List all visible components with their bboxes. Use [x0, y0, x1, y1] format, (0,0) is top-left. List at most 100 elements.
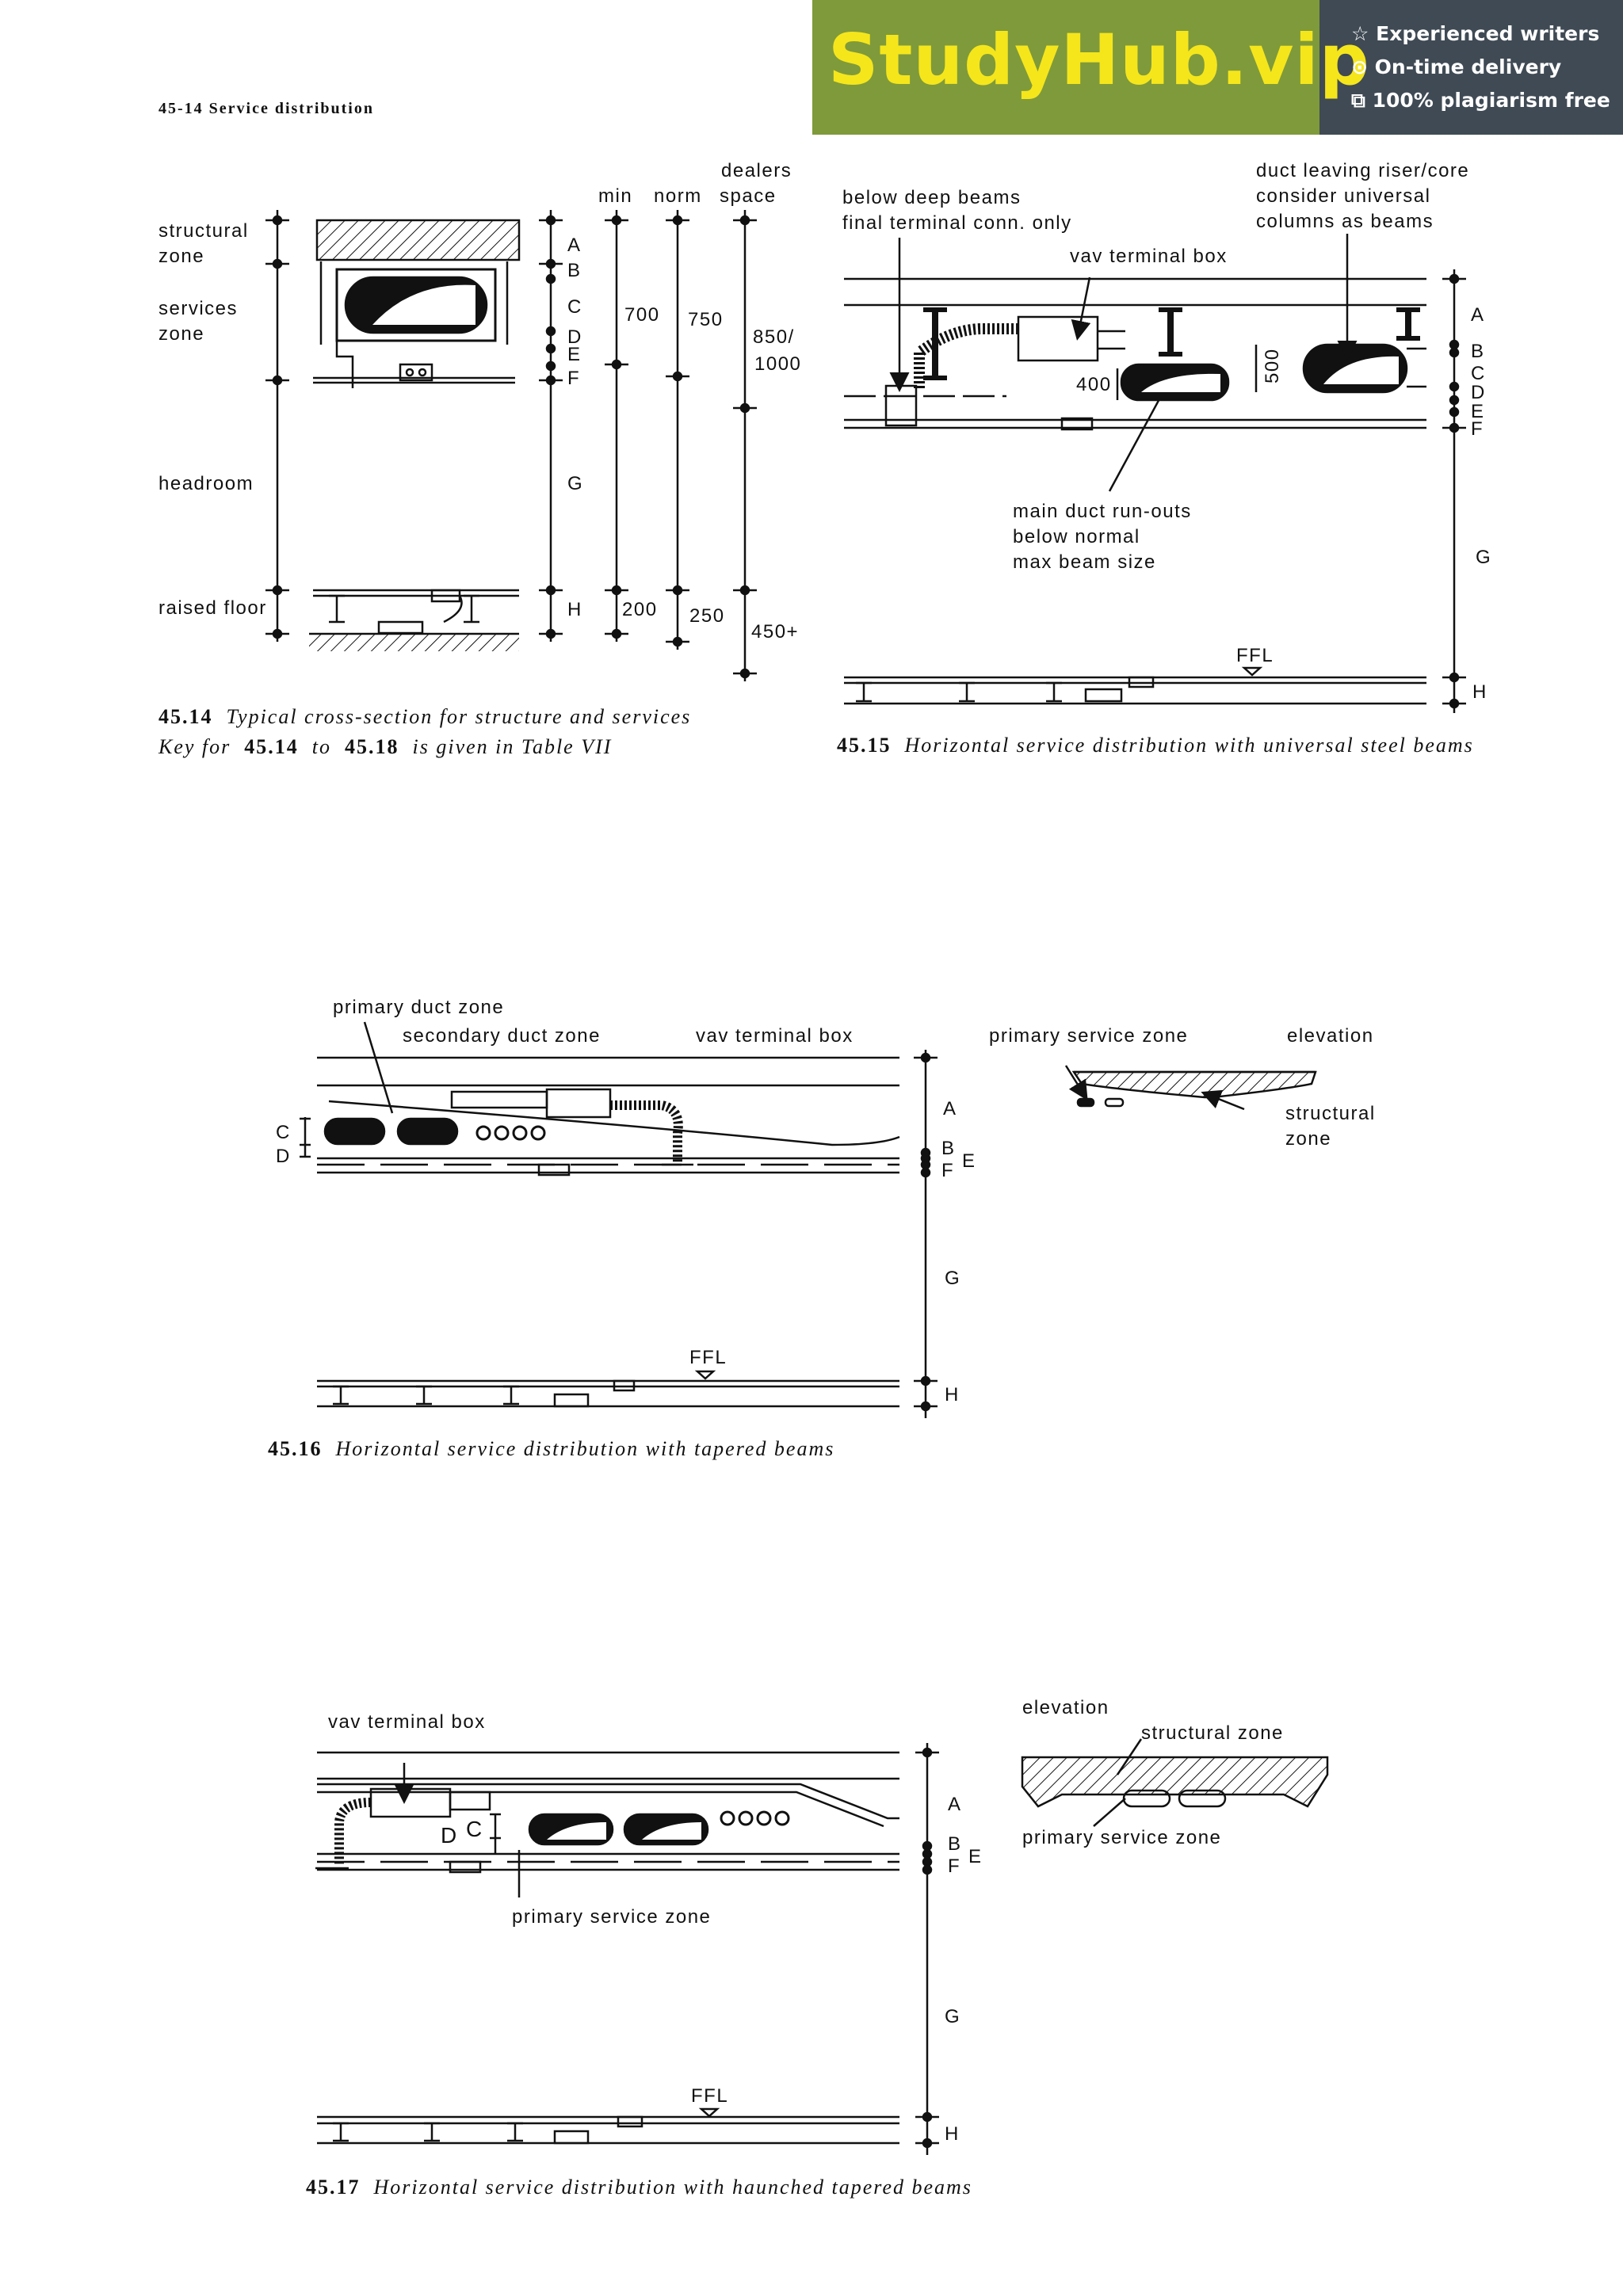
vav-box: [1017, 315, 1099, 362]
label-below-deep-beams: below deep beams: [842, 187, 1022, 208]
value-400: 400: [1076, 374, 1112, 395]
label-vav-terminal-box: vav terminal box: [696, 1025, 854, 1047]
col-min-label: min: [598, 185, 633, 207]
figure-45-14-caption: 45.14 Typical cross-section for structur…: [158, 705, 692, 728]
figure-45-15-caption: 45.15 Horizontal service distribution wi…: [837, 734, 1474, 757]
letter-a: A: [948, 1794, 962, 1815]
zone-services-label-2: zone: [158, 323, 205, 345]
feature-on-time-delivery: ⊙ On-time delivery: [1351, 55, 1561, 78]
value-850: 850/: [753, 326, 795, 348]
letter-h: H: [567, 599, 582, 620]
letter-b: B: [948, 1833, 962, 1855]
ffl-label: FFL: [691, 2085, 729, 2107]
letter-d: D: [441, 1823, 458, 1848]
value-250: 250: [689, 605, 725, 627]
label-duct-leaving: duct leaving riser/core: [1256, 160, 1470, 181]
label-primary-service-zone-elevation: primary service zone: [1022, 1827, 1222, 1848]
value-750: 750: [688, 309, 724, 330]
label-main-duct-runouts: main duct run-outs: [1013, 501, 1192, 522]
value-700: 700: [624, 304, 660, 326]
letter-f: F: [567, 368, 581, 389]
letter-d: D: [1471, 382, 1486, 403]
value-450: 450+: [751, 621, 800, 643]
col-norm-label: norm: [654, 185, 702, 207]
letter-e: E: [962, 1150, 976, 1172]
letter-g: G: [1476, 547, 1492, 568]
letter-c: C: [567, 296, 582, 318]
letter-d: D: [567, 326, 582, 348]
zone-raised-floor-label: raised floor: [158, 597, 267, 619]
letter-f: F: [941, 1160, 955, 1181]
label-vav-terminal-box: vav terminal box: [1070, 246, 1228, 267]
label-max-beam-size: max beam size: [1013, 551, 1156, 573]
feature-text: On-time delivery: [1374, 55, 1562, 78]
letter-h: H: [1472, 681, 1487, 703]
feature-plagiarism-free: ⧉ 100% plagiarism free: [1351, 89, 1610, 113]
label-structural: structural: [1285, 1103, 1376, 1124]
letter-c: C: [276, 1122, 291, 1143]
letter-d: D: [276, 1146, 291, 1167]
page-header: 45-14 Service distribution: [158, 100, 374, 117]
label-below-normal: below normal: [1013, 526, 1140, 547]
feature-experienced-writers: ☆ Experienced writers: [1351, 22, 1599, 45]
zone-headroom-label: headroom: [158, 473, 254, 494]
label-vav-terminal-box: vav terminal box: [328, 1711, 486, 1733]
label-elevation: elevation: [1022, 1697, 1109, 1718]
label-elevation: elevation: [1287, 1025, 1374, 1047]
figure-45-16: [300, 1021, 1317, 1418]
label-zone: zone: [1285, 1128, 1332, 1150]
feature-text: 100% plagiarism free: [1372, 89, 1610, 112]
letter-a: A: [1471, 304, 1485, 326]
figure-45-15: [844, 234, 1466, 713]
ffl-label: FFL: [1236, 645, 1274, 666]
label-primary-service-zone: primary service zone: [512, 1906, 712, 1928]
value-1000: 1000: [754, 353, 802, 375]
letter-g: G: [567, 473, 584, 494]
clock-icon: ⊙: [1351, 55, 1368, 78]
letter-g: G: [945, 2006, 961, 2027]
label-structural-zone: structural zone: [1141, 1722, 1284, 1744]
star-outline-icon: ☆: [1351, 22, 1369, 45]
zone-structural-label-2: zone: [158, 246, 205, 267]
zone-structural-label: structural: [158, 220, 249, 242]
figure-45-14-caption-key: Key for 45.14 to 45.18 is given in Table…: [158, 735, 613, 758]
letter-b: B: [941, 1138, 956, 1159]
label-columns-as-beams: columns as beams: [1256, 211, 1434, 232]
letter-g: G: [945, 1268, 961, 1289]
label-primary-service-zone: primary service zone: [989, 1025, 1189, 1047]
label-final-terminal: final terminal conn. only: [842, 212, 1072, 234]
letter-f: F: [948, 1855, 961, 1877]
col-space-label: space: [720, 185, 777, 207]
letter-f: F: [1471, 418, 1484, 440]
value-200: 200: [622, 599, 658, 620]
banner-features-area: [1319, 0, 1623, 135]
structural-slab: [315, 219, 521, 261]
letter-c: C: [466, 1817, 483, 1841]
letter-h: H: [945, 1384, 960, 1405]
feature-text: Experienced writers: [1376, 22, 1600, 45]
studyhub-banner[interactable]: StudyHub.vip ☆ Experienced writers ⊙ On-…: [812, 0, 1623, 135]
document-copy-icon: ⧉: [1351, 89, 1365, 112]
value-500: 500: [1262, 348, 1283, 383]
letter-e: E: [968, 1846, 983, 1867]
label-secondary-duct-zone: secondary duct zone: [403, 1025, 601, 1047]
letter-c: C: [1471, 363, 1486, 384]
letter-a: A: [943, 1098, 957, 1119]
figure-45-14: [265, 210, 757, 681]
brand-logo[interactable]: StudyHub.vip: [828, 19, 1370, 101]
label-primary-duct-zone: primary duct zone: [333, 997, 505, 1018]
letter-e: E: [567, 344, 582, 365]
letter-e: E: [1471, 401, 1485, 422]
figure-45-16-caption: 45.16 Horizontal service distribution wi…: [268, 1437, 835, 1460]
figure-45-17: [315, 1738, 1329, 2155]
label-consider-universal: consider universal: [1256, 185, 1431, 207]
letter-b: B: [567, 260, 582, 281]
zone-services-label: services: [158, 298, 239, 319]
banner-brand-area: [812, 0, 1327, 135]
ffl-label: FFL: [689, 1347, 727, 1368]
letter-h: H: [945, 2123, 960, 2145]
figure-45-17-caption: 45.17 Horizontal service distribution wi…: [306, 2176, 972, 2199]
letter-b: B: [1471, 341, 1485, 362]
col-dealers-label: dealers: [721, 160, 792, 181]
